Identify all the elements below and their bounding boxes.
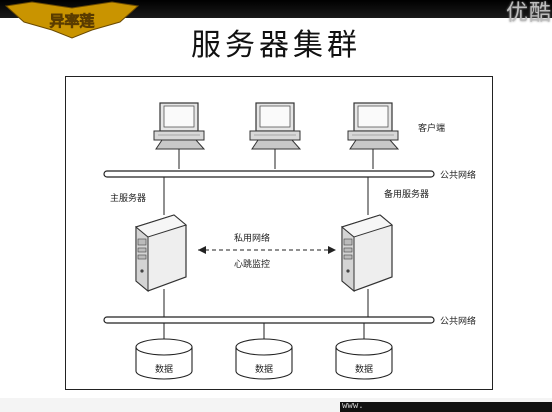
heartbeat-label: 心跳监控 bbox=[234, 258, 270, 270]
client-pc-icon bbox=[153, 102, 205, 150]
data-label: 数据 bbox=[355, 363, 373, 375]
data-label: 数据 bbox=[255, 363, 273, 375]
data-label: 数据 bbox=[155, 363, 173, 375]
private-network-label: 私用网络 bbox=[234, 232, 270, 244]
watermark: 优酷 bbox=[505, 1, 552, 26]
logo-text: 异率莲 bbox=[49, 12, 94, 30]
public-network-bar-top bbox=[103, 170, 435, 178]
primary-server-icon bbox=[135, 214, 187, 292]
public-network-label-top: 公共网络 bbox=[440, 169, 476, 181]
top-bar bbox=[0, 0, 552, 18]
client-pc-icon bbox=[347, 102, 399, 150]
logo: 异率莲 bbox=[4, 1, 140, 39]
arrow-right-icon bbox=[328, 246, 336, 254]
public-network-label-bottom: 公共网络 bbox=[440, 315, 476, 327]
page-title: 服务器集群 bbox=[191, 28, 361, 63]
logo-wings bbox=[4, 1, 140, 39]
client-pc-icon bbox=[249, 102, 301, 150]
arrow-left-icon bbox=[198, 246, 206, 254]
public-network-bar-bottom bbox=[103, 316, 435, 324]
cluster-diagram: 客户端 公共网络 主服务器 备用服务器 私用网络 心跳监控 公共网络 bbox=[103, 102, 476, 380]
client-label: 客户端 bbox=[418, 122, 445, 134]
primary-server-label: 主服务器 bbox=[110, 192, 146, 204]
backup-server-label: 备用服务器 bbox=[384, 188, 429, 200]
diagram-frame: 客户端 公共网络 主服务器 备用服务器 私用网络 心跳监控 公共网络 bbox=[65, 76, 493, 390]
backup-server-icon bbox=[341, 214, 393, 292]
bottom-banner bbox=[340, 402, 552, 412]
bottom-url: www. bbox=[342, 401, 364, 411]
